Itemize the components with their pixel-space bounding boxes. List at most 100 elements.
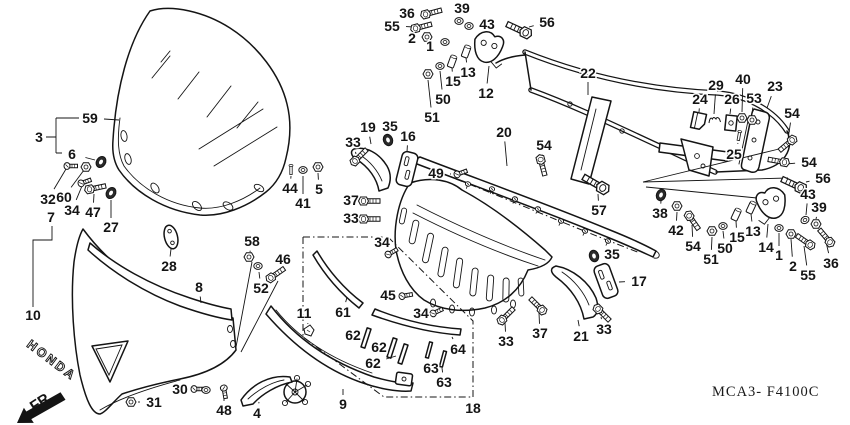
leader-line <box>451 336 454 340</box>
washer-icon <box>454 17 464 25</box>
leader-line <box>538 312 540 324</box>
leader-line <box>103 118 120 121</box>
callout-1: 1 <box>775 247 783 263</box>
nut-icon <box>810 219 822 229</box>
screw-icon <box>428 305 445 319</box>
bolt-icon <box>495 305 517 327</box>
bolt-icon <box>580 171 612 197</box>
bracket-12 <box>473 31 505 69</box>
callout-37: 37 <box>343 192 359 208</box>
leader-line <box>486 65 490 84</box>
leader-line <box>528 25 534 28</box>
windscreen <box>112 7 291 216</box>
leader-line <box>741 88 744 113</box>
leader-line <box>85 157 96 161</box>
windscreen-reflections <box>151 50 278 167</box>
callout-46: 46 <box>275 251 291 267</box>
windscreen-trim-edge <box>117 117 261 209</box>
callout-50: 50 <box>435 91 451 107</box>
leader-line <box>815 216 817 220</box>
callout-43: 43 <box>800 186 816 202</box>
callout-29: 29 <box>708 77 724 93</box>
callout-54: 54 <box>685 238 701 254</box>
leader-line <box>803 245 808 266</box>
strip-63 <box>438 350 448 368</box>
rivet-icon <box>556 217 565 228</box>
callout-26: 26 <box>724 91 740 107</box>
bolt-icon <box>767 154 791 168</box>
callout-55: 55 <box>800 267 816 283</box>
callout-62: 62 <box>365 355 381 371</box>
bolt-icon <box>83 181 108 195</box>
callout-20: 20 <box>496 124 512 140</box>
leader-line <box>75 185 83 201</box>
callout-34: 34 <box>64 202 80 218</box>
bracket-26 <box>723 114 739 132</box>
bracket-21 <box>550 265 599 320</box>
callout-30: 30 <box>172 381 188 397</box>
callout-32: 32 <box>40 191 56 207</box>
center-cowl <box>394 178 553 317</box>
callout-15: 15 <box>445 73 461 89</box>
callout-39: 39 <box>454 0 470 16</box>
bracket-lines <box>32 117 789 353</box>
center-cowl-slots <box>398 207 525 303</box>
leader-line <box>70 169 85 188</box>
callout-62: 62 <box>345 327 361 343</box>
washer-icon <box>718 222 728 230</box>
callout-40: 40 <box>735 71 751 87</box>
callout-47: 47 <box>85 204 101 220</box>
leader-line <box>751 107 754 115</box>
strip-64 <box>371 308 462 336</box>
blade-4 <box>240 375 293 407</box>
leader-line <box>710 236 713 250</box>
callout-11: 11 <box>297 305 312 321</box>
bolt-icon <box>534 153 550 178</box>
leader-line <box>766 95 772 109</box>
bolt-icon <box>815 226 837 250</box>
collar-icon <box>460 43 472 59</box>
leader-line <box>369 136 372 145</box>
rivet-icon <box>580 227 589 238</box>
assembly-18-boundary <box>302 236 474 398</box>
washer-icon <box>774 224 784 232</box>
strip-62 <box>360 327 372 349</box>
bolt-icon <box>793 231 818 252</box>
callout-55: 55 <box>384 18 400 34</box>
nut-icon <box>706 226 718 236</box>
callout-34: 34 <box>413 305 429 321</box>
callout-38: 38 <box>652 205 668 221</box>
plate-16 <box>395 150 419 188</box>
callout-36: 36 <box>399 5 415 21</box>
pad-28 <box>163 224 179 250</box>
leader-line <box>386 355 397 360</box>
callout-24: 24 <box>692 91 708 107</box>
callout-31: 31 <box>146 394 162 410</box>
leader-line <box>427 79 432 108</box>
leader-line <box>600 316 602 320</box>
leader-line <box>805 203 808 216</box>
callout-42: 42 <box>668 222 684 238</box>
callout-43: 43 <box>479 16 495 32</box>
callout-44: 44 <box>282 180 298 196</box>
clip-icon <box>303 324 315 337</box>
washer-icon <box>253 262 263 270</box>
callout-5: 5 <box>315 181 323 197</box>
leader-line <box>504 141 508 167</box>
leader-line <box>439 70 443 90</box>
grommet-icon <box>587 248 601 264</box>
windscreen-mount-holes <box>120 130 265 211</box>
nut-icon <box>785 229 797 239</box>
callout-16: 16 <box>400 128 416 144</box>
frame-stay-22 <box>495 49 791 185</box>
leader-line <box>199 296 202 304</box>
leader-line <box>169 248 172 257</box>
nut-icon <box>671 201 683 211</box>
callout-17: 17 <box>631 273 647 289</box>
washer-icon <box>464 22 474 30</box>
callout-9: 9 <box>339 396 347 412</box>
callout-56: 56 <box>815 170 831 186</box>
